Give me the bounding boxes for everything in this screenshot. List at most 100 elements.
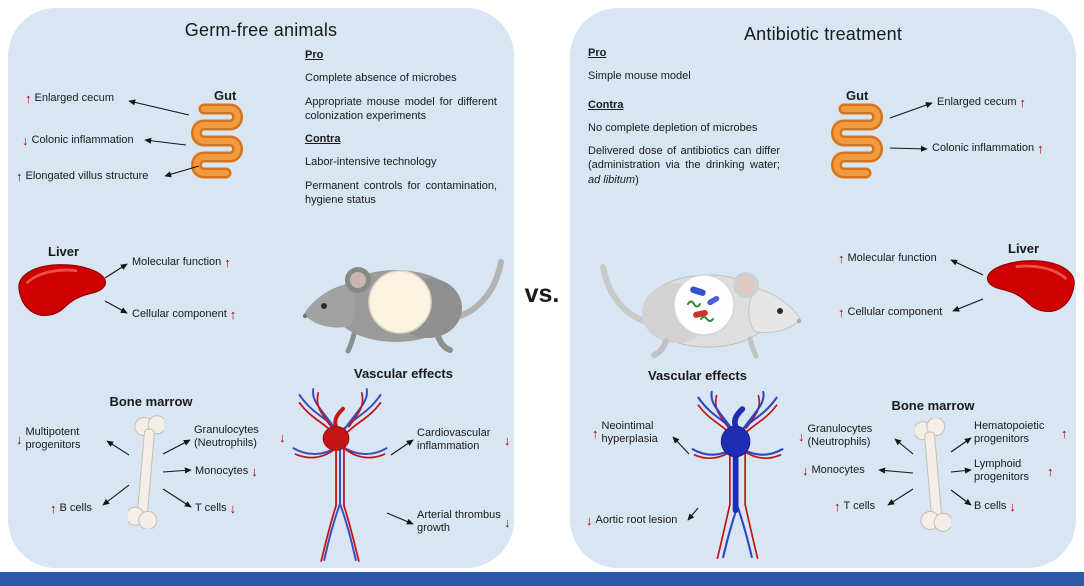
- left-panel-title: Germ-free animals: [184, 20, 338, 40]
- vascular-label-left: Vascular effects: [353, 366, 453, 381]
- effect-text: B cells: [59, 502, 92, 514]
- up-arrow-icon: ↑: [838, 251, 845, 267]
- effect-multipotent-progenitors-left: ↓ Multipotent progenitors: [16, 426, 100, 452]
- heart-shape: [322, 426, 350, 451]
- effect-text: Enlarged cecum: [937, 96, 1017, 108]
- liver-label-right: Liver: [1008, 241, 1040, 256]
- versus-label: vs.: [524, 280, 560, 308]
- antibiotic-panel: Antibiotic treatment: [570, 8, 1076, 568]
- germ-free-panel: Germ-free animals: [8, 8, 514, 568]
- liver-label-left: Liver: [48, 244, 80, 259]
- contra-heading: Contra: [305, 133, 341, 146]
- bone-marrow-label-right: Bone marrow: [891, 398, 975, 413]
- germ-free-mouse-icon: [302, 259, 504, 354]
- up-arrow-icon: ↑: [1047, 463, 1054, 479]
- effect-arterial-thrombus-left: Arterial thrombus growth ↓: [417, 509, 511, 535]
- gut-icon-right: [831, 103, 883, 179]
- pro-heading: Pro: [588, 47, 607, 59]
- up-arrow-icon: ↑: [224, 255, 231, 271]
- bone-icon-right: [915, 418, 951, 532]
- down-arrow-icon: ↓: [251, 464, 258, 480]
- effect-molecular-function-left: Molecular function ↑: [132, 256, 231, 269]
- up-arrow-icon: ↑: [838, 305, 845, 321]
- effect-monocytes-left: Monocytes ↓: [195, 465, 258, 478]
- gut-label-right: Gut: [846, 88, 869, 103]
- up-arrow-icon: ↑: [229, 307, 237, 323]
- effect-text: Elongated villus structure: [25, 170, 149, 182]
- up-arrow-icon: ↑: [25, 91, 32, 107]
- effect-granulocytes-left: Granulocytes (Neutrophils) ↓: [194, 424, 286, 450]
- contra-item: No complete depletion of microbes: [588, 121, 758, 134]
- effect-text: B cells: [974, 500, 1007, 512]
- germ-free-empty-circle: [368, 270, 432, 334]
- bone-icon-left: [128, 415, 164, 529]
- effect-text: Hematopoietic progenitors: [974, 420, 1045, 446]
- effect-t-cells-left: T cells ↓: [195, 502, 236, 515]
- effect-text: Molecular function: [847, 252, 937, 264]
- pro-heading: Pro: [305, 49, 324, 61]
- vascular-icon-right: [691, 390, 784, 559]
- down-arrow-icon: ↓: [279, 429, 286, 445]
- effect-molecular-function-right: ↑ Molecular function: [838, 252, 937, 265]
- contra-item-close: ): [635, 173, 639, 186]
- effect-text: Lymphoid progenitors: [974, 458, 1030, 484]
- effect-text: Monocytes: [195, 465, 249, 477]
- effect-text: Cardiovascular inflammation: [417, 427, 491, 453]
- effect-enlarged-cecum-right: Enlarged cecum ↑: [937, 96, 1026, 109]
- effect-cellular-component-left: Cellular component ↑: [132, 308, 236, 321]
- aorta-heart-shape: [720, 425, 751, 458]
- up-arrow-icon: ↑: [834, 499, 841, 515]
- effect-granulocytes-right: ↓ Granulocytes (Neutrophils): [798, 423, 890, 449]
- pros-cons-right: Pro Simple mouse model Contra No complet…: [588, 46, 780, 196]
- up-arrow-icon: ↑: [1019, 95, 1027, 111]
- down-arrow-icon: ↓: [798, 428, 805, 444]
- effect-text: Granulocytes (Neutrophils): [194, 424, 259, 450]
- contra-item-text: Delivered dose of antibiotics can differ…: [588, 145, 780, 172]
- bacteria-icons: [687, 286, 720, 322]
- effect-hematopoietic-progenitors: Hematopoietic progenitors ↑: [974, 420, 1068, 446]
- up-arrow-icon: ↑: [1061, 425, 1068, 441]
- effect-cardiovascular-inflammation-left: Cardiovascular inflammation ↓: [417, 427, 511, 453]
- down-arrow-icon: ↓: [1009, 499, 1016, 515]
- effect-colonic-inflammation-right: Colonic inflammation ↑: [932, 142, 1044, 155]
- down-arrow-icon: ↓: [802, 463, 809, 479]
- down-arrow-icon: ↓: [22, 133, 29, 149]
- effect-text: Colonic inflammation: [31, 134, 134, 146]
- contra-item: Labor-intensive technology: [305, 156, 437, 169]
- effect-text: Molecular function: [132, 256, 222, 268]
- contra-item: Delivered dose of antibiotics can differ…: [588, 144, 780, 187]
- liver-icon-left: [18, 264, 107, 316]
- effect-t-cells-right: ↑ T cells: [834, 500, 875, 513]
- effect-text: Cellular component: [132, 308, 227, 320]
- microbiota-circle: [673, 274, 735, 336]
- effect-neointimal-hyperplasia: ↑ Neointimal hyperplasia: [592, 420, 674, 446]
- up-arrow-icon: ↑: [16, 169, 23, 185]
- down-arrow-icon: ↓: [504, 432, 511, 448]
- up-arrow-icon: ↑: [1037, 141, 1044, 157]
- effect-enlarged-cecum-left: ↑ Enlarged cecum: [25, 92, 114, 105]
- contra-heading: Contra: [588, 98, 624, 111]
- pros-cons-left: Pro Complete absence of microbes Appropr…: [305, 48, 497, 216]
- pro-item: Appropriate mouse model for different co…: [305, 95, 497, 122]
- effect-text: Colonic inflammation: [932, 142, 1035, 154]
- effect-text: T cells: [195, 502, 227, 514]
- effect-elongated-villus-left: ↑ Elongated villus structure: [16, 170, 148, 183]
- down-arrow-icon: ↓: [504, 514, 511, 530]
- footer-banner-bar: [0, 572, 1084, 586]
- contra-item: Permanent controls for contamination, hy…: [305, 179, 497, 207]
- pro-item: Complete absence of microbes: [305, 72, 457, 85]
- effect-text: Monocytes: [811, 464, 865, 476]
- pro-item: Simple mouse model: [588, 70, 691, 83]
- down-arrow-icon: ↓: [229, 501, 237, 517]
- effect-text: T cells: [843, 500, 876, 512]
- effect-colonic-inflammation-left: ↓ Colonic inflammation: [22, 134, 134, 147]
- effect-text: Enlarged cecum: [34, 92, 115, 104]
- liver-icon-right: [986, 260, 1075, 312]
- down-arrow-icon: ↓: [16, 431, 23, 447]
- effect-text: Granulocytes (Neutrophils): [807, 423, 873, 449]
- effect-b-cells-left: ↑ B cells: [50, 502, 92, 515]
- effect-text: Arterial thrombus growth: [417, 509, 501, 535]
- gut-icon-left: [191, 103, 243, 179]
- down-arrow-icon: ↓: [586, 513, 593, 529]
- effect-monocytes-right: ↓ Monocytes: [802, 464, 865, 477]
